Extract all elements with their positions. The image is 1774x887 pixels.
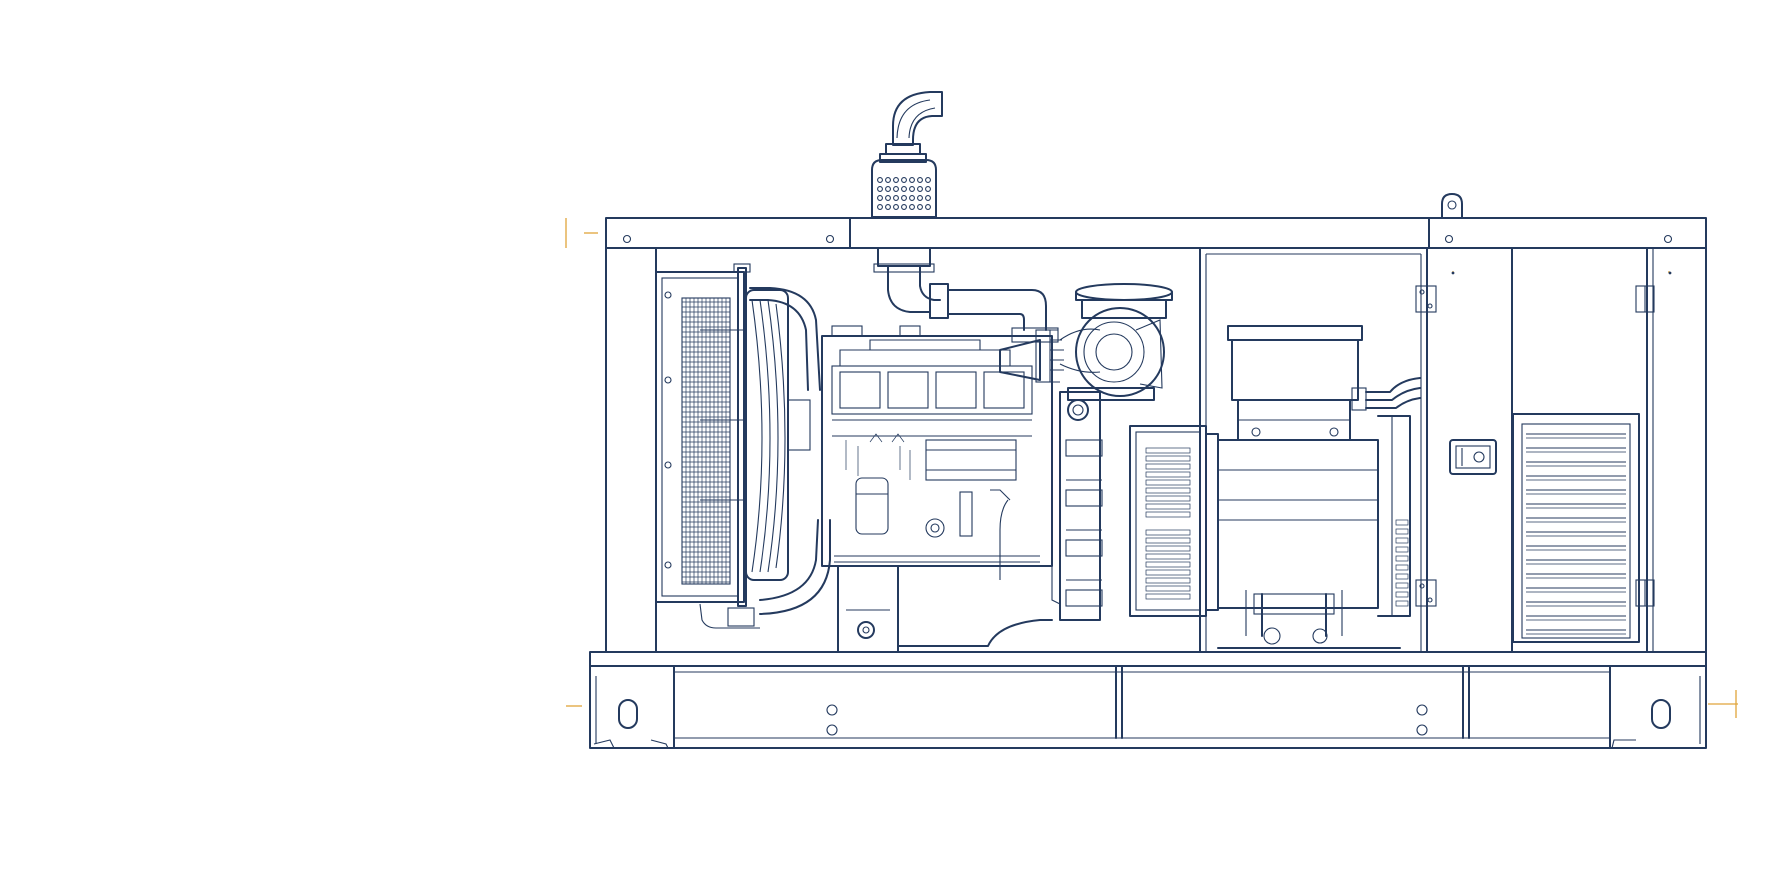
ventilation-louver [1512,413,1640,643]
air-filter [1059,283,1173,401]
engine-block [821,335,1053,580]
engine-mount [837,565,1053,653]
exhaust-muffler [871,159,937,218]
door-latch [1449,439,1497,475]
exhaust-pipe [879,91,943,163]
air-intake-pipe [873,247,1059,343]
enclosure [605,217,1707,653]
turbocharger [999,329,1064,383]
radiator [655,263,751,607]
base-frame [589,651,1707,749]
alternator [1129,415,1411,653]
lifting-eye [1441,193,1463,219]
cooling-fan [700,289,811,581]
flywheel-housing [1051,391,1103,621]
radiator-hoses [699,287,831,629]
door-hinges [1415,285,1655,607]
control-box [1227,325,1421,441]
intake-manifold [831,325,1011,366]
